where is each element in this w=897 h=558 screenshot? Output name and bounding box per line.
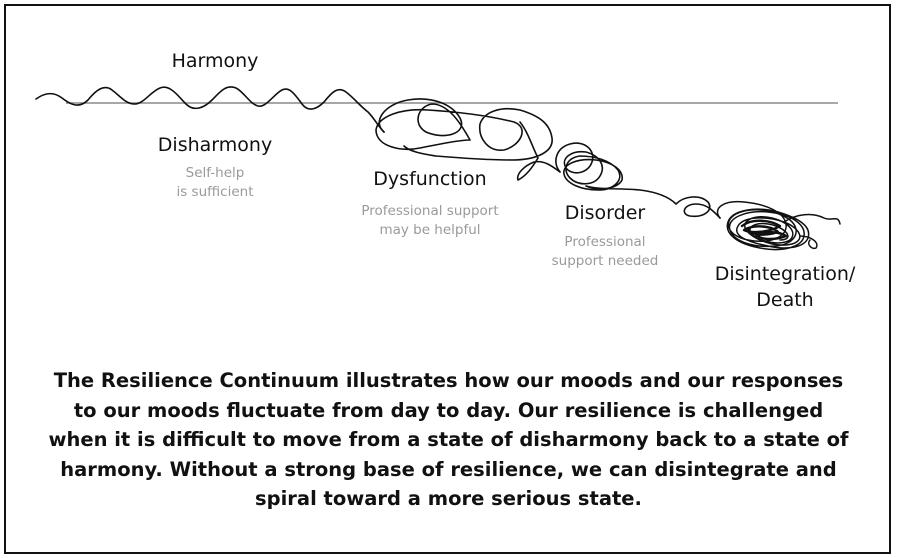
stage-note-dysfunction: Professional support may be helpful — [335, 202, 525, 240]
caption-line: spiral toward a more serious state. — [40, 484, 857, 514]
note-line: may be helpful — [335, 221, 525, 240]
caption-line: to our moods fluctuate from day to day. … — [40, 396, 857, 426]
stage-label-disharmony: Disharmony — [140, 134, 290, 156]
caption-line: The Resilience Continuum illustrates how… — [40, 366, 857, 396]
stage-label-dysfunction: Dysfunction — [345, 168, 515, 190]
label-line: Disintegration/ — [695, 261, 875, 287]
label-line: Death — [695, 287, 875, 313]
stage-label-disorder: Disorder — [540, 202, 670, 224]
note-line: Self-help — [140, 164, 290, 183]
stage-label-harmony: Harmony — [140, 50, 290, 72]
note-line: Professional — [530, 233, 680, 252]
note-line: is sufficient — [140, 183, 290, 202]
caption-line: harmony. Without a strong base of resili… — [40, 455, 857, 485]
caption-line: when it is difficult to move from a stat… — [40, 425, 857, 455]
stage-note-disorder: Professional support needed — [530, 233, 680, 271]
mood-wave-line — [36, 87, 384, 132]
note-line: Professional support — [335, 202, 525, 221]
caption: The Resilience Continuum illustrates how… — [40, 366, 857, 514]
stage-note-disharmony: Self-help is sufficient — [140, 164, 290, 202]
note-line: support needed — [530, 252, 680, 271]
stage-label-disintegration: Disintegration/ Death — [695, 261, 875, 313]
